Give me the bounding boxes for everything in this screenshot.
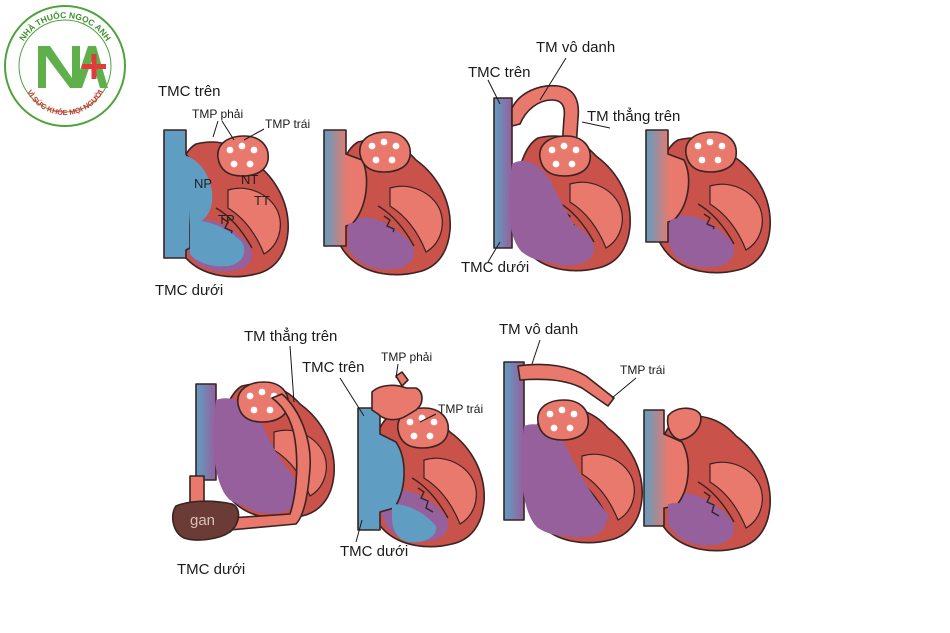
label-vertical-e: TM thẳng trên — [244, 327, 337, 345]
label-ivc-c: TMC dưới — [461, 259, 529, 276]
heart-e: gan — [171, 381, 335, 541]
innominate-vein-g — [517, 363, 615, 407]
heart-c — [493, 84, 631, 272]
heart-b — [323, 129, 451, 276]
label-ra-a: NP — [194, 176, 212, 191]
heart-h — [643, 407, 771, 552]
heart-a — [163, 129, 289, 278]
panel-a: TMC trên TMP phải TMP trái NP NT TT TP T… — [155, 83, 310, 299]
label-lpv-g: TMP trái — [620, 363, 665, 377]
svc-g — [503, 361, 525, 521]
label-ivc-f: TMC dưới — [340, 543, 408, 560]
label-rpv-a: TMP phải — [192, 107, 243, 121]
svc-a — [163, 129, 191, 259]
panel-c: TM vô danh TMC trên TM thẳng trên TMC dư… — [461, 39, 680, 276]
svc-f — [357, 407, 405, 531]
label-innominate-g: TM vô danh — [499, 321, 578, 338]
label-ivc-a: TMC dưới — [155, 282, 223, 299]
label-rv-a: TP — [218, 212, 235, 227]
panel-f: TMC trên TMP phải TMP trái TMC dưới — [302, 350, 485, 560]
label-liver-e: gan — [190, 512, 215, 529]
vertical-vein-loop-c — [511, 84, 580, 149]
svc-e — [195, 383, 217, 481]
heart-d — [645, 129, 771, 274]
heart-g — [503, 361, 643, 544]
label-la-a: NT — [241, 172, 258, 187]
liver — [171, 500, 240, 541]
pv-confluence-f — [371, 384, 423, 421]
label-vertical-c: TM thẳng trên — [587, 107, 680, 125]
panel-h — [643, 407, 771, 552]
svc-c — [493, 97, 513, 249]
label-rpv-f: TMP phải — [381, 350, 432, 364]
label-svc-f: TMC trên — [302, 359, 365, 376]
label-svc-a: TMC trên — [158, 83, 221, 100]
label-innominate-c: TM vô danh — [536, 39, 615, 56]
logo-mark — [38, 46, 108, 88]
rv-a — [190, 221, 245, 267]
panel-e: gan TM thẳng trên TMC dưới — [171, 327, 337, 578]
heart-f — [357, 407, 485, 548]
label-lpv-f: TMP trái — [438, 402, 483, 416]
label-lpv-a: TMP trái — [265, 117, 310, 131]
panel-g: TM vô danh TMP trái — [499, 321, 665, 544]
svc-d — [645, 129, 690, 243]
ra-a — [186, 156, 213, 226]
svc-h — [643, 409, 690, 527]
panel-d — [645, 129, 771, 274]
label-ivc-e: TMC dưới — [177, 561, 245, 578]
label-lv-a: TT — [254, 193, 270, 208]
panel-b — [323, 129, 451, 276]
pharmacy-logo: NHÀ THUỐC NGỌC ANH VÌ SỨC KHỎE MỌI NGƯỜI — [4, 5, 126, 127]
label-svc-c: TMC trên — [468, 64, 531, 81]
